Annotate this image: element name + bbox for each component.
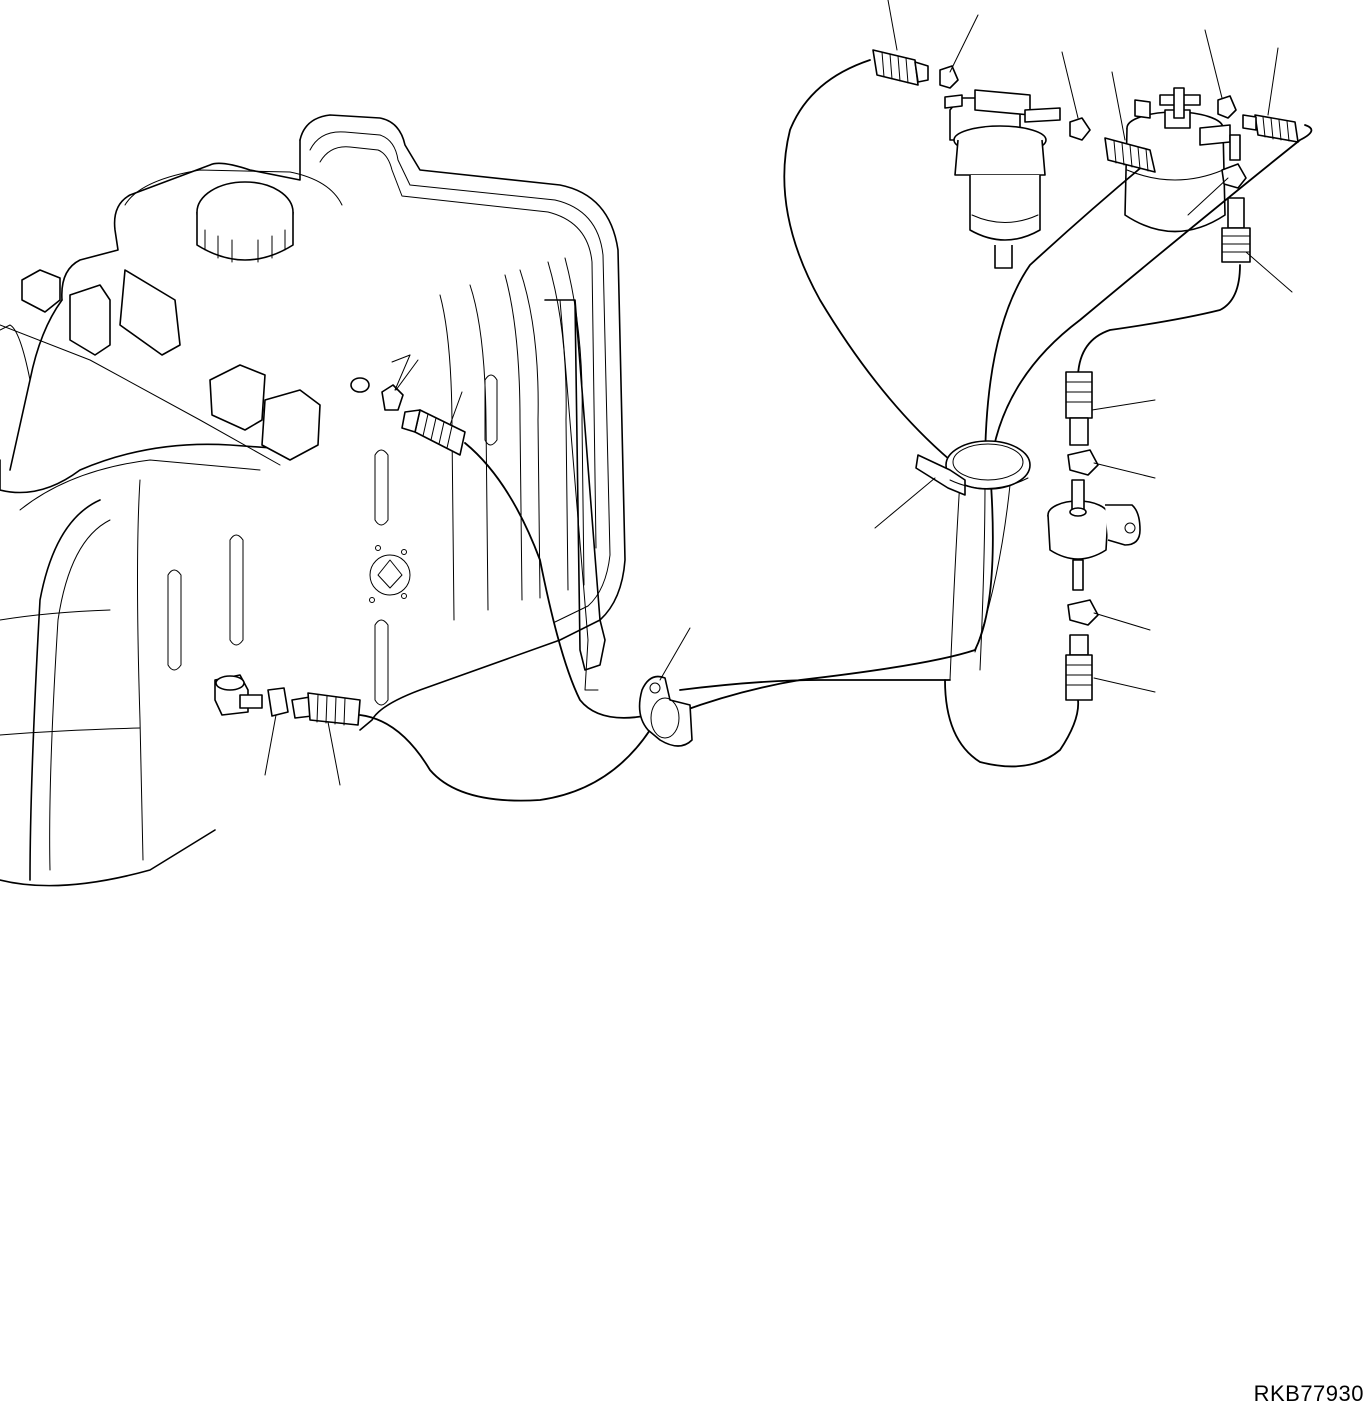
hose-clamp-bracket	[638, 675, 693, 747]
connector-top-left	[872, 49, 929, 86]
connector-right-upper	[1221, 227, 1251, 263]
clip-tank-outlet	[267, 687, 289, 717]
tank-return-fitting	[350, 354, 419, 411]
connector-inline-upper	[1065, 371, 1093, 446]
clip-right-upper	[1221, 163, 1247, 189]
tank-outlet-elbow	[214, 674, 263, 716]
clip-top-left	[939, 65, 959, 89]
clip-inline-lower	[1067, 599, 1099, 626]
connector-top-right	[1242, 114, 1299, 143]
leader-lines	[264, 0, 1293, 786]
figure-code: RKB77930	[1253, 1381, 1364, 1406]
pipe-right-upper	[1227, 197, 1245, 229]
clip-filter-right	[1069, 117, 1091, 141]
inline-fuel-filter	[1047, 479, 1141, 591]
connector-tank-return	[401, 409, 466, 456]
hose-connectors	[214, 49, 1299, 726]
clip-filter2-top	[1217, 95, 1237, 119]
fuel-filter-primary	[944, 89, 1061, 269]
clip-inline-upper	[1067, 449, 1099, 476]
band-clamp	[915, 440, 1031, 496]
connector-filter2-left	[1104, 137, 1156, 173]
fuel-hoses	[359, 59, 1313, 802]
connector-inline-lower	[1065, 634, 1093, 701]
fuel-tank	[0, 114, 626, 887]
connector-tank-outlet	[291, 692, 361, 726]
fuel-filter-secondary	[1124, 87, 1241, 233]
